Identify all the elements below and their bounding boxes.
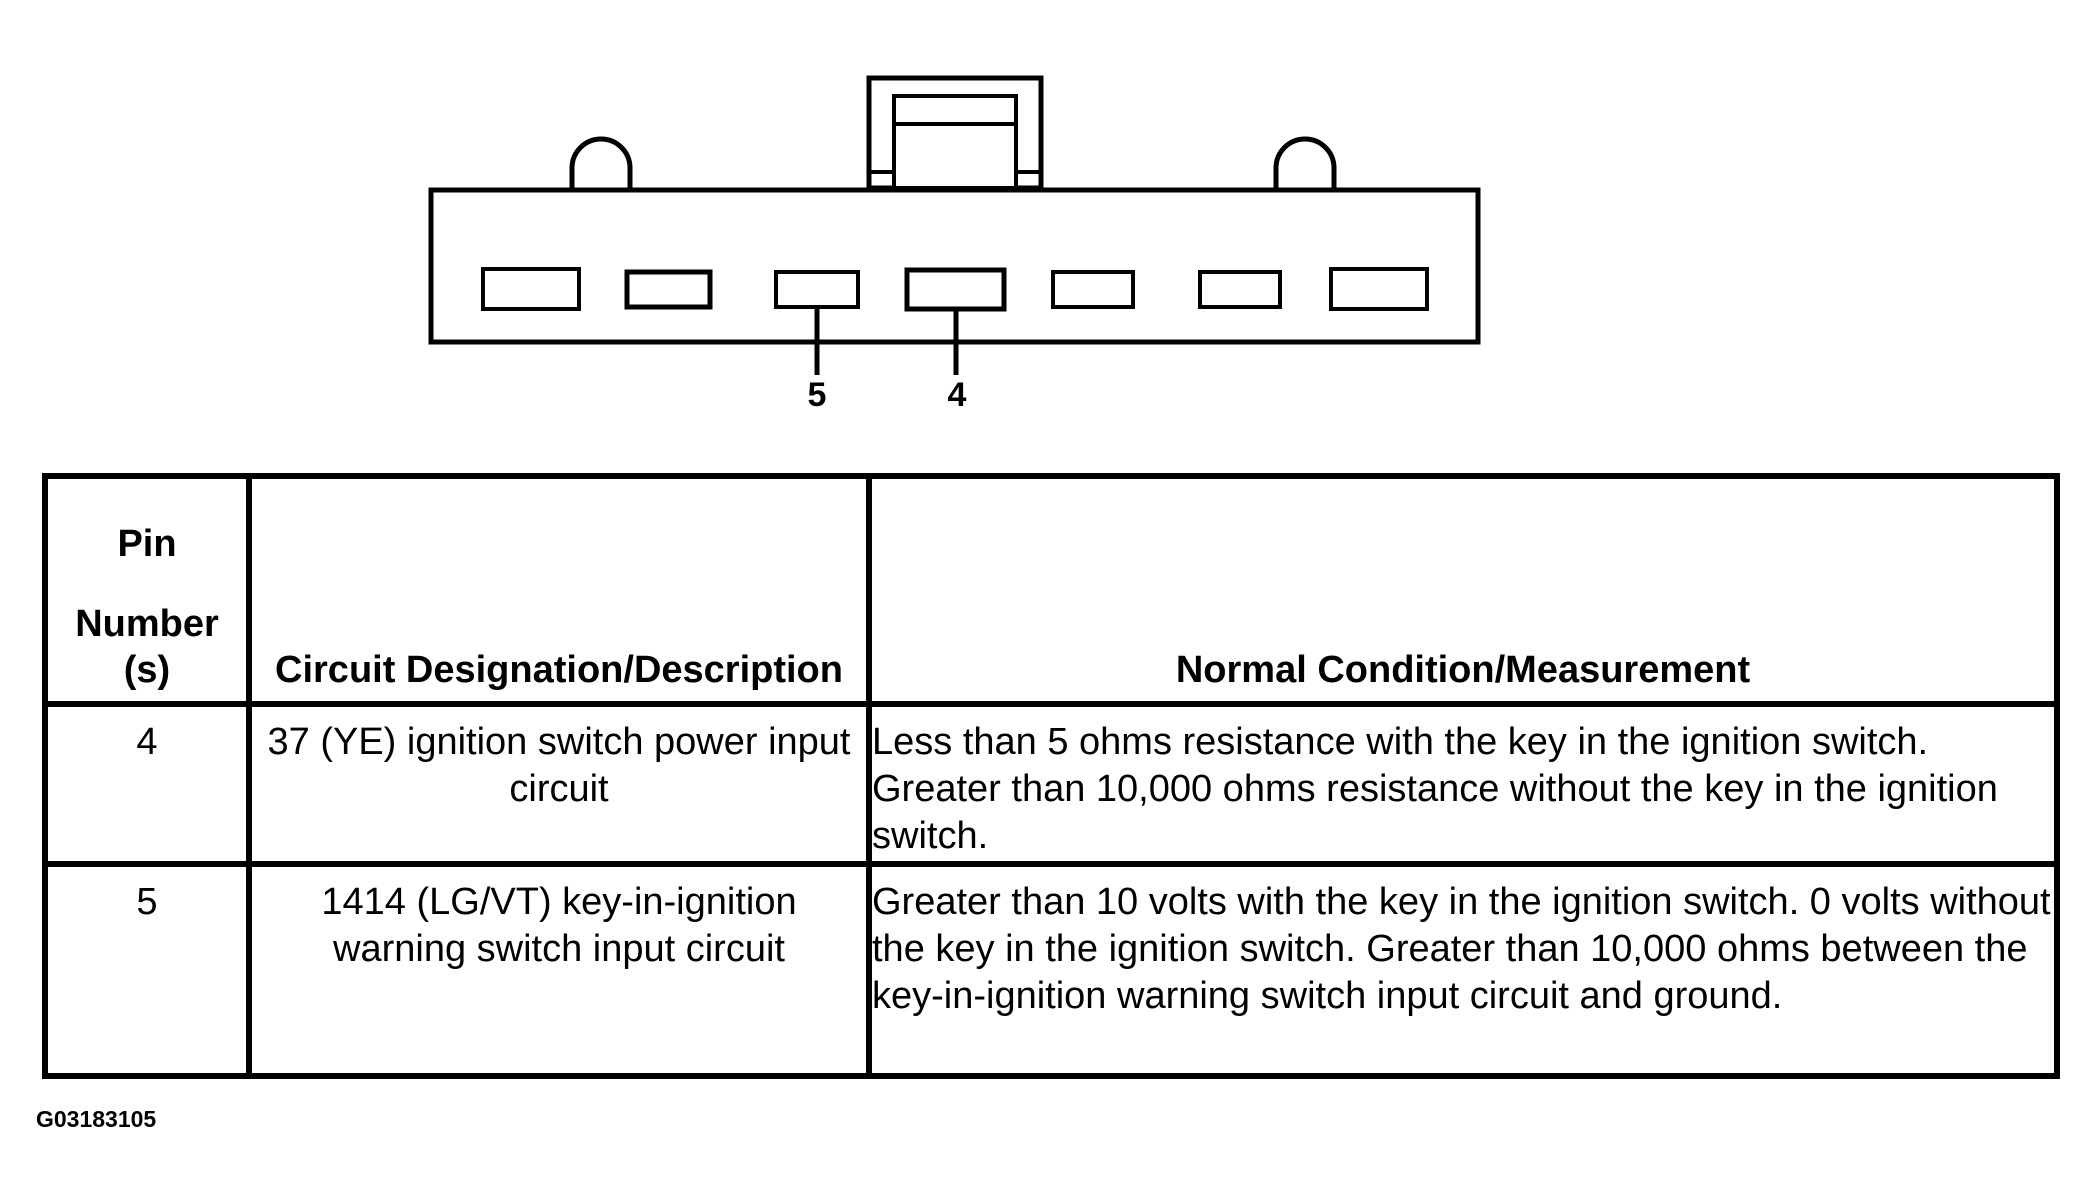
pin-5-label: 5 xyxy=(808,376,827,414)
terminal-cavity xyxy=(1051,270,1135,309)
circuit-cell: 1414 (LG/VT) key-in-ignition warning swi… xyxy=(246,861,872,1079)
table-row: 4 37 (YE) ignition switch power input ci… xyxy=(42,701,2060,867)
terminal-cavity xyxy=(624,269,713,310)
terminal-cavity xyxy=(481,267,581,311)
pin-4-label: 4 xyxy=(948,376,967,414)
pin-number-cell: 5 xyxy=(42,861,252,1079)
figure-id: G03183105 xyxy=(36,1106,157,1132)
condition-header: Normal Condition/Measurement xyxy=(866,473,2060,707)
circuit-header: Circuit Designation/Description xyxy=(246,473,872,707)
table-header-row: Pin Number (s) Circuit Designation/Descr… xyxy=(42,473,2060,707)
pin-header-line1: Pin xyxy=(117,523,177,565)
pin-table: Pin Number (s) Circuit Designation/Descr… xyxy=(42,473,2060,1079)
circuit-cell: 37 (YE) ignition switch power input circ… xyxy=(246,701,872,867)
pin-header-line2: Number (s) xyxy=(75,603,219,691)
condition-cell: Less than 5 ohms resistance with the key… xyxy=(866,701,2060,867)
condition-cell: Greater than 10 volts with the key in th… xyxy=(866,861,2060,1079)
connector-latch xyxy=(866,75,1044,191)
terminal-cavity xyxy=(904,267,1007,312)
pin-number-header: Pin Number (s) xyxy=(42,473,252,707)
right-locking-tab xyxy=(1273,136,1337,188)
terminal-cavity xyxy=(774,270,860,309)
pin-number-cell: 4 xyxy=(42,701,252,867)
left-locking-tab xyxy=(569,136,633,188)
table-row: 5 1414 (LG/VT) key-in-ignition warning s… xyxy=(42,861,2060,1079)
terminal-cavity xyxy=(1329,267,1429,311)
terminal-cavity xyxy=(1198,270,1282,309)
connector-diagram: 5 4 xyxy=(428,75,1481,414)
